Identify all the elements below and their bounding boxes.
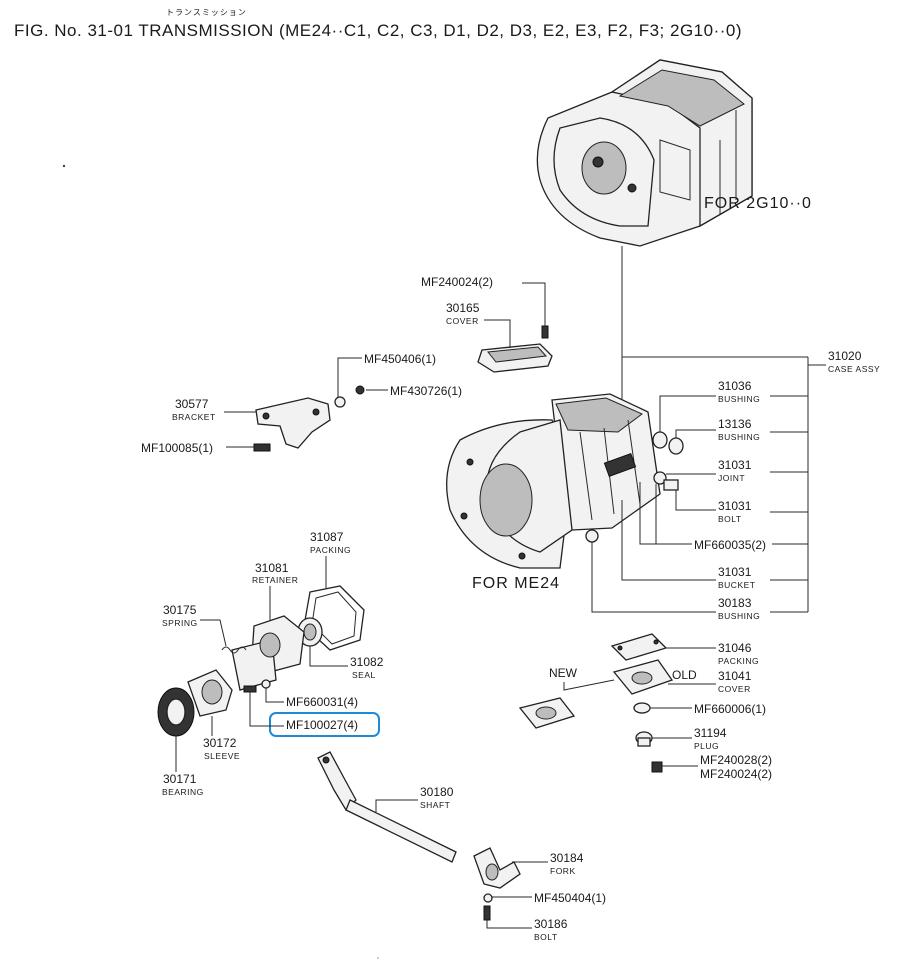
label-31031-joint-number: 31031 (718, 458, 752, 472)
label-30183-number: 30183 (718, 596, 752, 610)
cover-31041-new-drawing (518, 697, 576, 729)
shaft-30180-drawing (317, 751, 457, 863)
label-31031-bolt-number: 31031 (718, 499, 752, 513)
packing-31046-drawing (610, 633, 668, 661)
label-31041-name: COVER (718, 684, 751, 694)
label-31087-name: PACKING (310, 545, 351, 555)
label-31194-number: 31194 (694, 726, 727, 740)
label-30186-name: BOLT (534, 932, 558, 942)
bracket-30577-drawing (253, 385, 365, 452)
bolt-mf100027-drawing (243, 679, 271, 693)
label-mf660006: MF660006(1) (694, 702, 766, 716)
variant-me24-label: FOR ME24 (472, 575, 560, 592)
title-kana: トランスミッション (166, 8, 247, 17)
cover-31041-old-drawing (612, 659, 674, 695)
label-31036-number: 31036 (718, 379, 752, 393)
label-30184-name: FORK (550, 866, 576, 876)
label-31194-name: PLUG (694, 741, 719, 751)
label-31046-number: 31046 (718, 641, 752, 655)
label-30180-number: 30180 (420, 785, 454, 799)
label-30577-name: BRACKET (172, 412, 216, 422)
fork-30184-drawing (473, 847, 521, 921)
cover-30165-drawing (477, 325, 553, 373)
label-31087-number: 31087 (310, 530, 344, 544)
case-2g10-drawing (536, 59, 753, 247)
label-31081-number: 31081 (255, 561, 289, 575)
label-31041-number: 31041 (718, 669, 752, 683)
label-mf240024-bottom: MF240024(2) (700, 767, 772, 781)
joint-31031-drawing (653, 471, 679, 491)
label-30184-number: 30184 (550, 851, 584, 865)
label-mf100085: MF100085(1) (141, 441, 213, 455)
label-31082-name: SEAL (352, 670, 376, 680)
label-30171-name: BEARING (162, 787, 204, 797)
scan-speck (62, 164, 66, 168)
label-30577-number: 30577 (175, 397, 209, 411)
label-30175-number: 30175 (163, 603, 197, 617)
label-mf660031: MF660031(4) (286, 695, 358, 709)
label-13136-name: BUSHING (718, 432, 760, 442)
label-old: OLD (672, 668, 697, 682)
label-30180-name: SHAFT (420, 800, 450, 810)
label-mf660035: MF660035(2) (694, 538, 766, 552)
label-mf450404: MF450404(1) (534, 891, 606, 905)
variant-2g10-label: FOR 2G10··0 (704, 195, 812, 212)
label-30186-number: 30186 (534, 917, 568, 931)
case-me24-drawing (446, 393, 661, 569)
label-31082-number: 31082 (350, 655, 384, 669)
bolts-mf2400xx-drawing (651, 761, 663, 773)
label-31031-bucket-number: 31031 (718, 565, 752, 579)
label-31020-number: 31020 (828, 349, 862, 363)
spring-30175-drawing (221, 646, 247, 654)
plug-31194-drawing (635, 731, 653, 747)
scan-speck (377, 957, 379, 959)
label-30165-number: 30165 (446, 301, 480, 315)
sleeve-30172-drawing (187, 669, 233, 717)
label-30171-number: 30171 (163, 772, 197, 786)
label-31020-name: CASE ASSY (828, 364, 880, 374)
label-13136-number: 13136 (718, 417, 752, 431)
bushing-31036-drawing (652, 431, 668, 449)
bushing-30183-drawing (585, 529, 599, 543)
label-31031-bucket-name: BUCKET (718, 580, 755, 590)
label-30172-name: SLEEVE (204, 751, 240, 761)
gasket-mf660006-drawing (633, 702, 651, 714)
label-31081-name: RETAINER (252, 575, 298, 585)
bushing-13136-drawing (668, 437, 684, 455)
label-31031-joint-name: JOINT (718, 473, 745, 483)
label-30183-name: BUSHING (718, 611, 760, 621)
bearing-30171-drawing (157, 687, 195, 737)
label-mf450406: MF450406(1) (364, 352, 436, 366)
label-31036-name: BUSHING (718, 394, 760, 404)
label-mf240024-top: MF240024(2) (421, 275, 493, 289)
figure-title: FIG. No. 31-01 TRANSMISSION (ME24··C1, C… (14, 21, 742, 40)
label-30165-name: COVER (446, 316, 479, 326)
highlight-box (269, 712, 380, 737)
retainer-31081-drawing (231, 615, 305, 691)
label-new: NEW (549, 666, 578, 680)
label-31031-bolt-name: BOLT (718, 514, 742, 524)
label-mf100027[interactable]: MF100027(4) (286, 718, 358, 732)
label-30175-name: SPRING (162, 618, 198, 628)
label-31046-name: PACKING (718, 656, 759, 666)
label-30172-number: 30172 (203, 736, 237, 750)
label-mf240028: MF240028(2) (700, 753, 772, 767)
label-mf430726: MF430726(1) (390, 384, 462, 398)
